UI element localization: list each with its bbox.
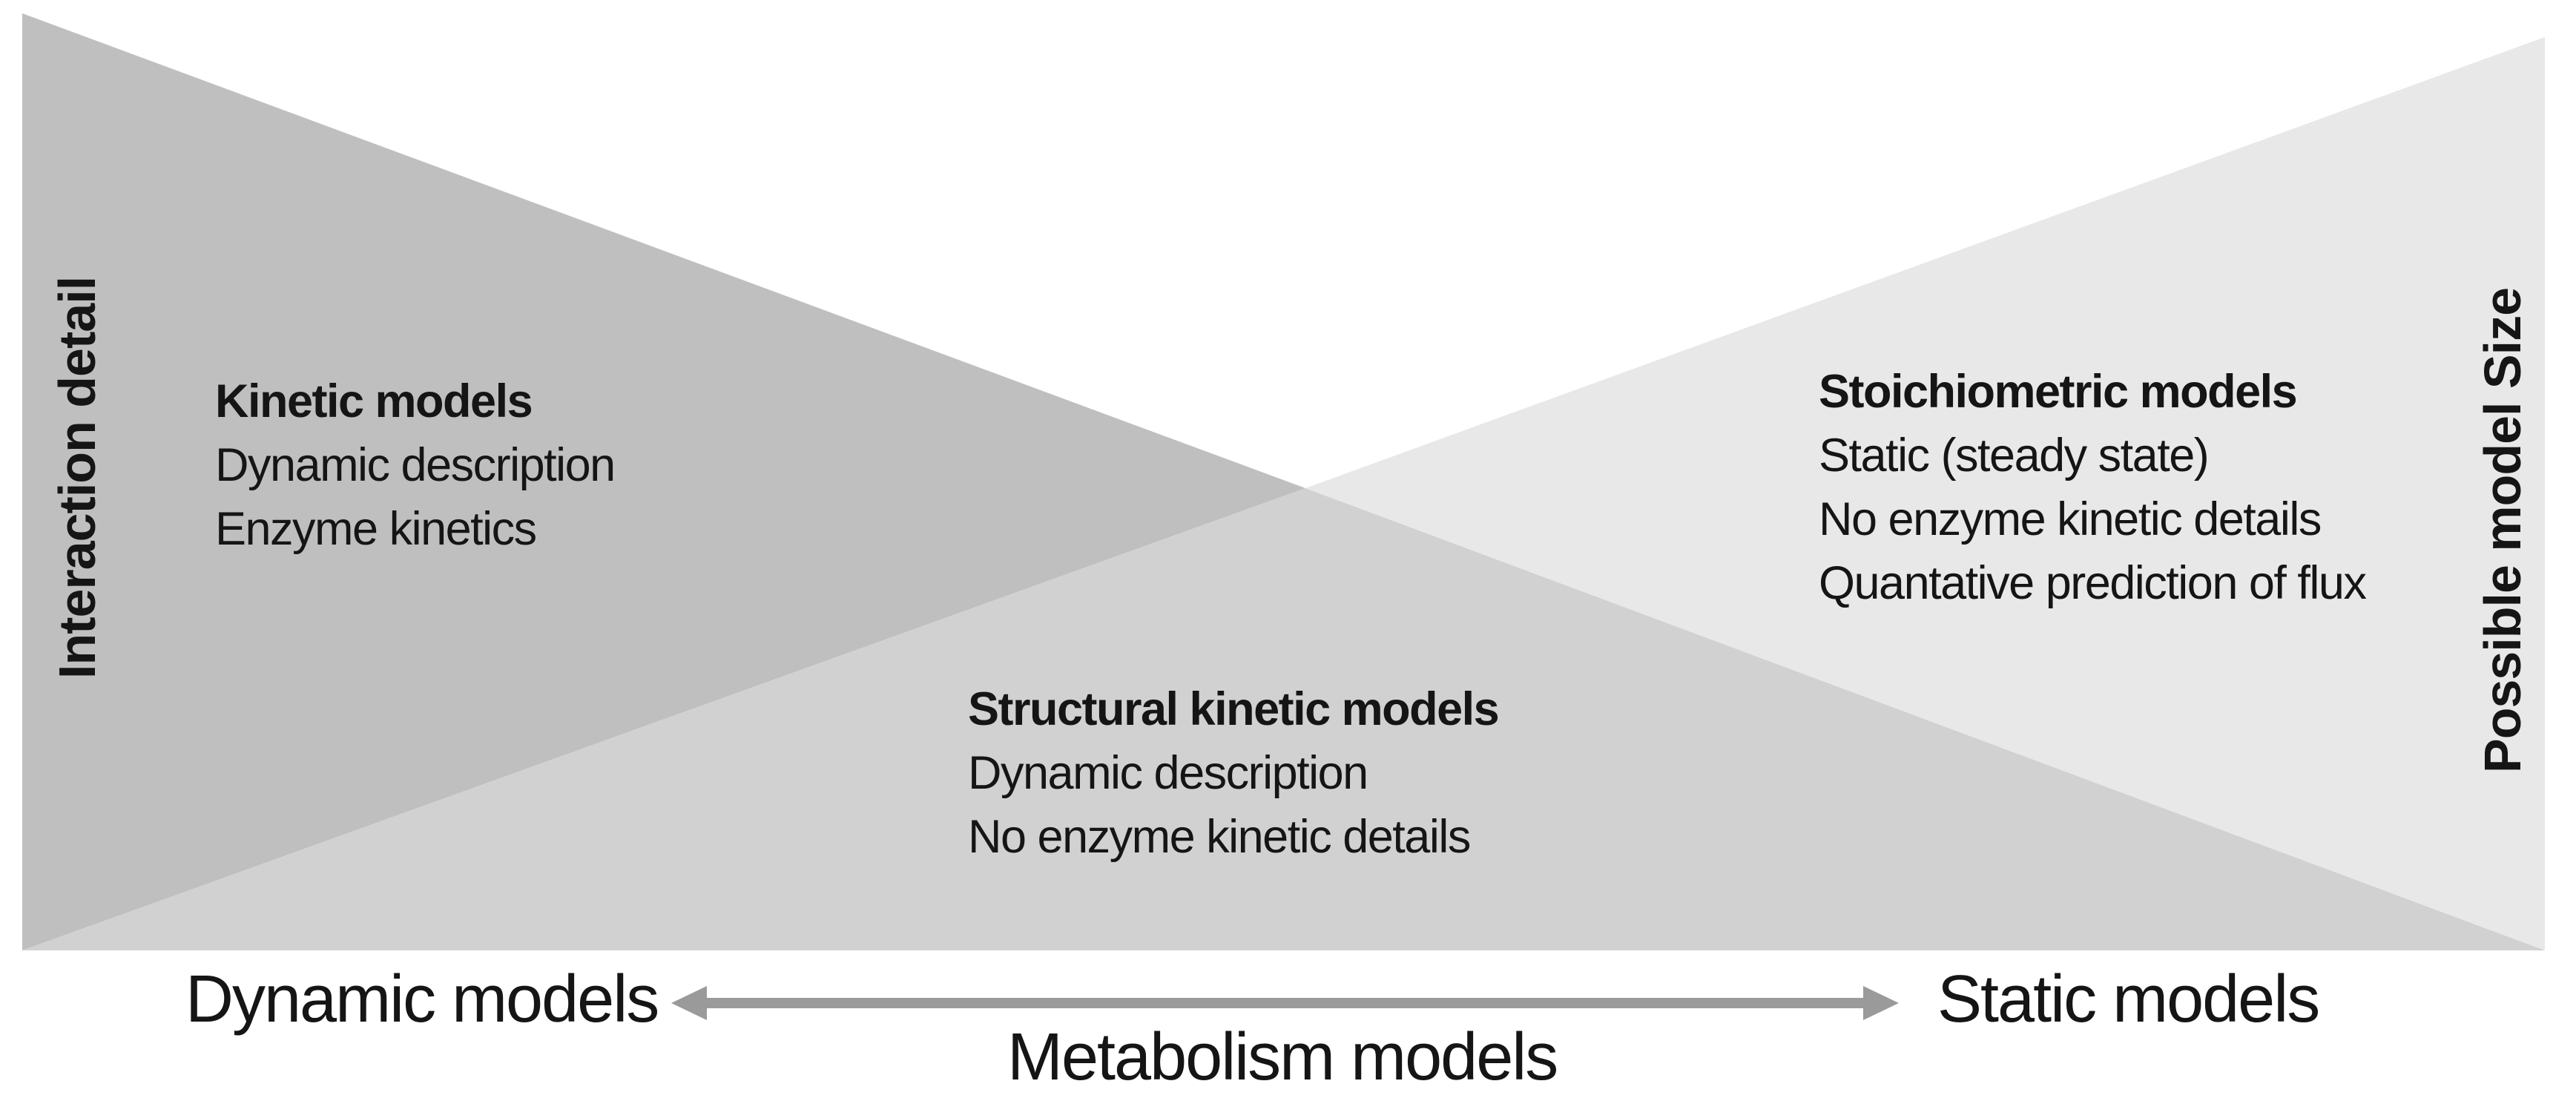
structural-kinetic-models-textblock: Structural kinetic models Dynamic descri… — [968, 677, 1500, 869]
kinetic-models-textblock: Kinetic models Dynamic description Enzym… — [215, 369, 616, 561]
stoichiometric-models-line: Quantative prediction of flux — [1819, 557, 2367, 609]
kinetic-models-line: Dynamic description — [215, 439, 616, 491]
structural-kinetic-models-line: Dynamic description — [968, 747, 1368, 799]
stoichiometric-models-textblock: Stoichiometric models Static (steady sta… — [1819, 360, 2367, 615]
stoichiometric-models-triangle — [1305, 37, 2545, 950]
stoichiometric-models-line: Static (steady state) — [1819, 430, 2210, 482]
structural-kinetic-models-title: Structural kinetic models — [968, 683, 1500, 735]
structural-kinetic-models-line: No enzyme kinetic details — [968, 811, 1471, 863]
arrow-right-head-icon — [1863, 986, 1899, 1020]
kinetic-models-title: Kinetic models — [215, 375, 533, 427]
kinetic-models-line: Enzyme kinetics — [215, 503, 537, 555]
kinetic-models-triangle — [22, 13, 1305, 950]
arrow-left-head-icon — [671, 986, 707, 1020]
dynamic-static-spectrum-arrow — [671, 986, 1899, 1020]
static-models-endpoint-label: Static models — [1937, 962, 2320, 1036]
dynamic-models-endpoint-label: Dynamic models — [185, 962, 659, 1036]
left-axis-label: Interaction detail — [48, 276, 106, 679]
right-axis-label: Possible model Size — [2474, 288, 2531, 773]
stoichiometric-models-title: Stoichiometric models — [1819, 366, 2298, 418]
metabolism-models-axis-title: Metabolism models — [1007, 1020, 1558, 1094]
stoichiometric-models-line: No enzyme kinetic details — [1819, 493, 2322, 545]
structural-kinetic-models-triangle — [22, 488, 2545, 950]
